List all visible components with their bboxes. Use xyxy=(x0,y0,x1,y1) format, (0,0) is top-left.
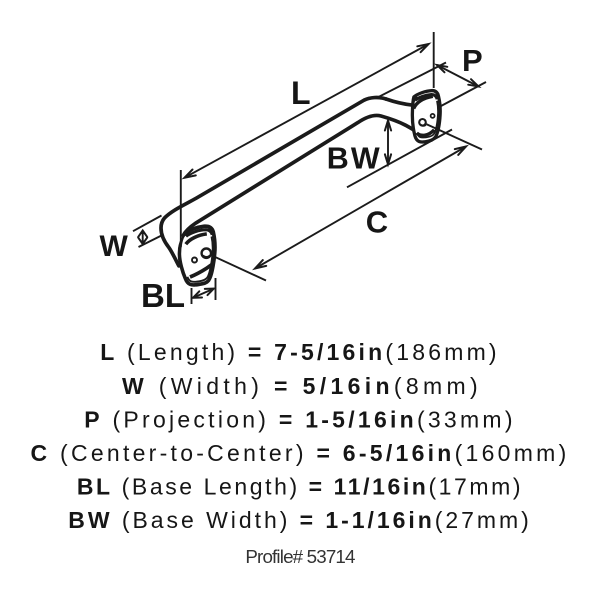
svg-text:L: L xyxy=(291,75,311,111)
svg-text:BL: BL xyxy=(141,277,185,314)
svg-text:C (Center-to-Center) = 6-5/16i: C (Center-to-Center) = 6-5/16in(160mm) xyxy=(30,440,569,466)
svg-text:P: P xyxy=(462,43,483,78)
svg-text:Profile# 53714: Profile# 53714 xyxy=(245,546,355,567)
svg-text:BW (Base Width) = 1-1/16in(27m: BW (Base Width) = 1-1/16in(27mm) xyxy=(68,507,531,533)
svg-text:BW: BW xyxy=(327,142,382,176)
svg-text:BL (Base Length) = 11/16in(17m: BL (Base Length) = 11/16in(17mm) xyxy=(77,474,523,500)
svg-text:W (Width) = 5/16in(8mm): W (Width) = 5/16in(8mm) xyxy=(122,373,482,399)
svg-text:C: C xyxy=(366,205,388,240)
svg-text:W: W xyxy=(100,230,129,263)
svg-text:L (Length) = 7-5/16in(186mm): L (Length) = 7-5/16in(186mm) xyxy=(100,339,500,365)
svg-text:P (Projection) = 1-5/16in(33mm: P (Projection) = 1-5/16in(33mm) xyxy=(84,407,515,433)
